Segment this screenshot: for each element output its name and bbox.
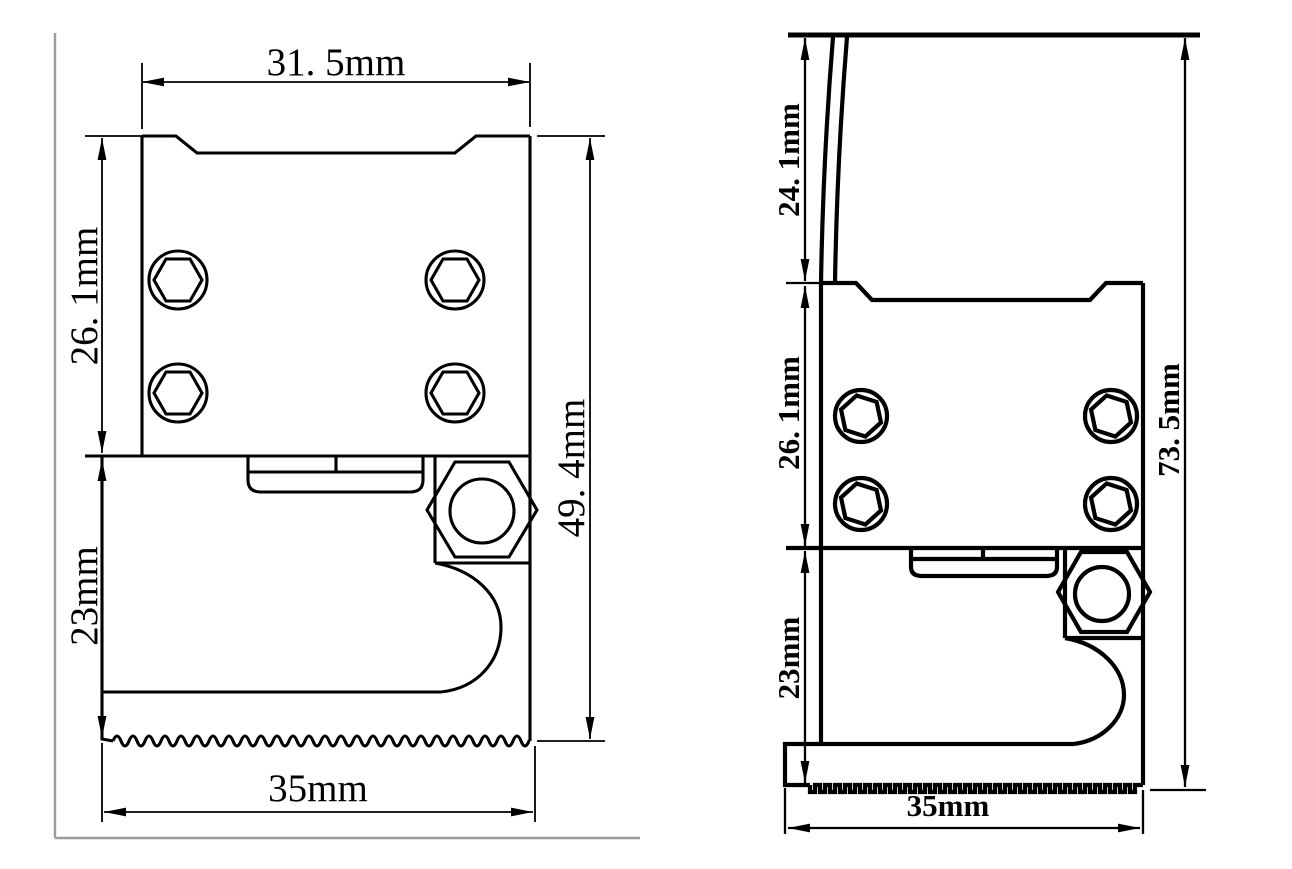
front-dim-bottom-width: 35mm: [101, 743, 536, 822]
hex-nut-icon: [425, 460, 539, 559]
side-dim-lever-height: 24. 1mm: [771, 38, 821, 285]
socket-screw-icon: [424, 249, 486, 311]
side-center-tab: [908, 548, 1060, 579]
front-center-tab: [246, 456, 425, 494]
front-dim-top-width: 31. 5mm: [141, 41, 531, 129]
front-barrel-curve: [434, 561, 503, 694]
hex-nut-bore: [1072, 564, 1132, 624]
socket-screw-icon: [835, 478, 887, 530]
dim-label-lever-height: 24. 1mm: [771, 103, 806, 217]
dim-label-top-width: 31. 5mm: [267, 41, 406, 84]
front-nut-pocket: [433, 456, 530, 565]
dim-label-upper-height: 26. 1mm: [771, 356, 806, 470]
socket-screw-icon: [147, 362, 209, 424]
hex-nut-bore: [448, 477, 516, 545]
side-dim-lower-height: 23mm: [771, 551, 810, 783]
side-dim-bottom-width: 35mm: [783, 788, 1145, 834]
side-dim-total-height: 73. 5mm: [1150, 38, 1206, 792]
front-view: 31. 5mm 26. 1mm 23mm 49. 4mm 35mm: [63, 41, 605, 822]
dim-label-bottom-width: 35mm: [907, 788, 990, 823]
hex-nut-icon: [1055, 549, 1153, 635]
front-top-edge: [142, 134, 530, 155]
front-dim-lower-height: 23mm: [63, 459, 107, 738]
side-lever-arm-outer: [818, 36, 836, 284]
dim-label-lower-height: 23mm: [771, 617, 806, 700]
front-dim-upper-height: 26. 1mm: [63, 135, 146, 453]
socket-screw-icon: [147, 249, 209, 311]
dim-label-lower-height: 23mm: [63, 546, 106, 646]
socket-screw-icon: [835, 390, 887, 442]
side-lever-arm-inner: [832, 36, 850, 284]
front-serrated-edge: [111, 734, 531, 748]
dim-label-upper-height: 26. 1mm: [63, 227, 106, 366]
side-serrated-edge: [807, 782, 1143, 795]
dim-label-bottom-width: 35mm: [268, 767, 368, 810]
side-top-edge: [821, 280, 1143, 303]
side-jaw-shelf-step: [782, 741, 1074, 788]
front-dim-total-height: 49. 4mm: [537, 135, 605, 742]
socket-screw-icon: [1085, 390, 1137, 442]
side-view: 24. 1mm 26. 1mm 23mm 73. 5mm 35mm: [771, 32, 1206, 834]
dim-label-total-height: 73. 5mm: [1151, 363, 1186, 477]
side-nut-pocket: [1062, 548, 1145, 641]
side-barrel-curve: [1064, 635, 1127, 747]
socket-screw-icon: [424, 362, 486, 424]
sheet-border: [53, 33, 640, 840]
dim-label-total-height: 49. 4mm: [550, 399, 593, 538]
socket-screw-icon: [1085, 478, 1137, 530]
side-dim-upper-height: 26. 1mm: [771, 286, 821, 550]
